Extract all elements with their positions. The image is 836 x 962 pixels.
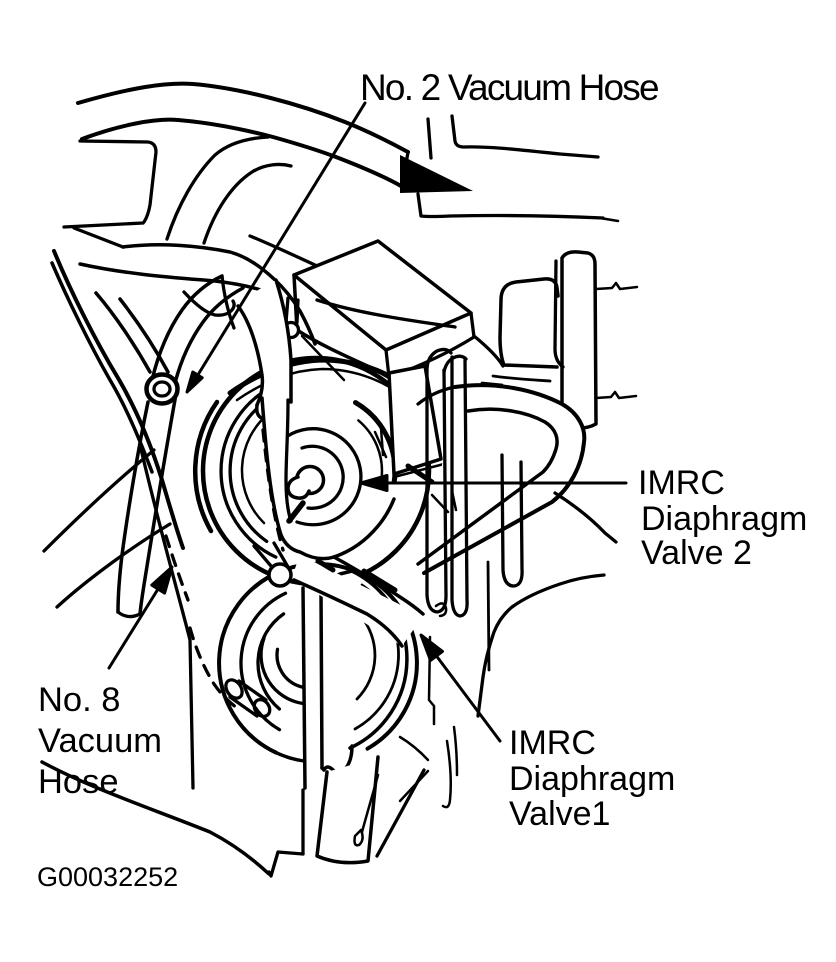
svg-text:Diaphragm: Diaphragm xyxy=(641,500,807,538)
svg-text:G00032252: G00032252 xyxy=(37,862,178,892)
svg-text:Valve 2: Valve 2 xyxy=(641,534,752,572)
svg-text:Hose: Hose xyxy=(38,763,119,801)
svg-text:Diaphragm: Diaphragm xyxy=(509,760,675,798)
svg-text:IMRC: IMRC xyxy=(509,724,596,762)
svg-text:IMRC: IMRC xyxy=(638,464,725,502)
svg-text:No. 8: No. 8 xyxy=(38,681,120,719)
svg-text:Vacuum: Vacuum xyxy=(38,722,162,760)
svg-text:Valve1: Valve1 xyxy=(509,795,610,833)
svg-text:No. 2 Vacuum Hose: No. 2 Vacuum Hose xyxy=(360,67,658,108)
